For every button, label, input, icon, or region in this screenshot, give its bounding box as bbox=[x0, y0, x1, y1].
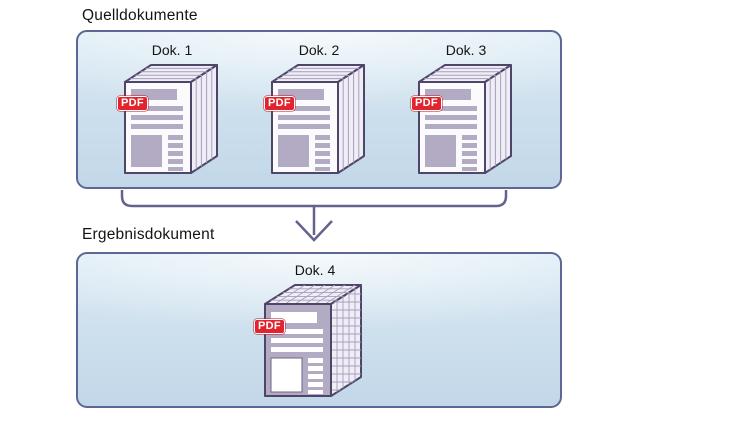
doc-icon-wrap: PDF bbox=[264, 62, 368, 176]
pdf-badge: PDF bbox=[254, 319, 285, 334]
doc-label: Dok. 1 bbox=[151, 42, 193, 58]
pdf-document-stack-icon bbox=[417, 62, 515, 176]
doc-label: Dok. 4 bbox=[294, 262, 336, 278]
doc-label: Dok. 2 bbox=[298, 42, 340, 58]
source-documents-box: Dok. 1 PDF Dok. 2 PDF Dok. 3 PDF bbox=[76, 30, 562, 189]
pdf-document-stack-icon bbox=[270, 62, 368, 176]
pdf-document-stack-icon-inverted bbox=[263, 282, 367, 398]
pdf-badge: PDF bbox=[117, 96, 148, 111]
doc-label: Dok. 3 bbox=[445, 42, 487, 58]
doc-icon-wrap: PDF bbox=[117, 62, 221, 176]
source-doc-1: Dok. 1 PDF bbox=[102, 40, 242, 176]
source-doc-2: Dok. 2 PDF bbox=[249, 40, 389, 176]
pdf-document-stack-icon bbox=[123, 62, 221, 176]
result-section-label: Ergebnisdokument bbox=[82, 226, 215, 243]
result-document-box: Dok. 4 PDF bbox=[76, 252, 562, 408]
source-doc-3: Dok. 3 PDF bbox=[396, 40, 536, 176]
result-doc-4: Dok. 4 PDF bbox=[245, 260, 385, 398]
pdf-badge: PDF bbox=[411, 96, 442, 111]
doc-icon-wrap: PDF bbox=[254, 282, 367, 398]
doc-icon-wrap: PDF bbox=[411, 62, 515, 176]
pdf-badge: PDF bbox=[264, 96, 295, 111]
source-section-label: Quelldokumente bbox=[82, 7, 198, 24]
